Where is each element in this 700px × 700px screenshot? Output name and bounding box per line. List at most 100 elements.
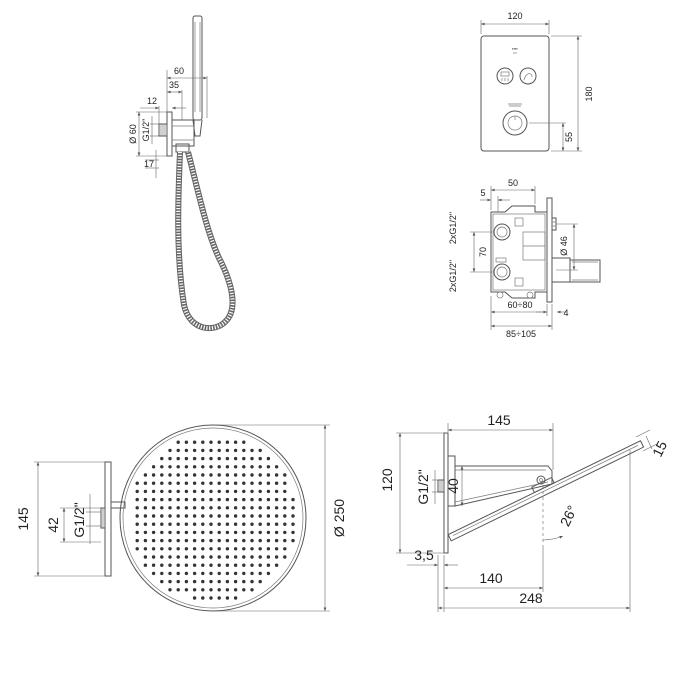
nozzle	[225, 506, 230, 510]
nozzle	[225, 481, 230, 485]
nozzle	[160, 579, 164, 584]
nozzle	[242, 547, 246, 551]
nozzle	[192, 522, 197, 526]
nozzle	[209, 530, 213, 535]
nozzle	[201, 563, 205, 567]
dim-head-height: 145	[15, 507, 31, 531]
nozzle	[225, 555, 230, 559]
hand-shower-button[interactable]	[519, 67, 537, 85]
nozzle	[184, 448, 189, 453]
nozzle	[201, 514, 205, 518]
nozzle	[233, 522, 238, 526]
nozzle	[184, 440, 189, 444]
nozzle	[160, 571, 164, 576]
nozzle	[258, 481, 262, 485]
nozzle	[135, 497, 139, 502]
nozzle	[258, 497, 262, 502]
nozzle	[274, 473, 279, 477]
nozzle	[160, 473, 164, 477]
shower-arm	[454, 465, 553, 507]
nozzle	[242, 448, 246, 453]
temperature-indicator-icon	[508, 103, 522, 107]
nozzle	[209, 596, 213, 600]
nozzle	[233, 489, 238, 494]
nozzle	[192, 448, 197, 453]
nozzle	[242, 489, 246, 494]
nozzle	[233, 579, 238, 584]
dim-tilt-angle: 26°	[557, 503, 581, 529]
temperature-knob[interactable]	[502, 110, 528, 136]
nozzle	[233, 465, 238, 469]
nozzle	[151, 571, 156, 576]
nozzle	[176, 489, 180, 494]
nozzle	[258, 522, 262, 526]
nozzle	[184, 571, 189, 576]
nozzle	[250, 506, 254, 510]
nozzle	[209, 448, 213, 453]
nozzle	[266, 514, 271, 518]
dim-plate-height: 180	[584, 86, 594, 101]
nozzle	[283, 481, 287, 485]
nozzle	[176, 506, 180, 510]
nozzle	[258, 473, 262, 477]
nozzle	[209, 588, 213, 592]
nozzle	[143, 555, 148, 559]
nozzle	[201, 456, 205, 461]
nozzle	[283, 473, 287, 477]
hand-shower-handle	[192, 15, 203, 121]
nozzle	[258, 514, 262, 518]
nozzle	[151, 465, 156, 469]
nozzle	[143, 547, 148, 551]
nozzle	[258, 506, 262, 510]
nozzle	[225, 465, 230, 469]
nozzle	[184, 473, 189, 477]
dim-side-thread: G1/2"	[415, 469, 431, 504]
nozzle	[233, 596, 238, 600]
nozzle	[184, 522, 189, 526]
nozzle	[225, 489, 230, 494]
nozzle	[209, 481, 213, 485]
nozzle	[143, 481, 148, 485]
nozzle	[184, 489, 189, 494]
nozzle	[291, 497, 295, 502]
nozzle	[242, 530, 246, 535]
nozzle	[274, 497, 279, 502]
nozzle	[242, 514, 246, 518]
nozzle	[250, 571, 254, 576]
wall-flange-front	[104, 461, 112, 577]
nozzle	[209, 538, 213, 543]
nozzle	[176, 473, 180, 477]
nozzle	[217, 473, 221, 477]
nozzle	[225, 596, 230, 600]
nozzle	[201, 588, 205, 592]
nozzle	[225, 497, 230, 502]
nozzle	[250, 473, 254, 477]
nozzle	[266, 481, 271, 485]
nozzle	[258, 530, 262, 535]
nozzle	[258, 448, 262, 453]
dim-head-thickness: 15	[649, 438, 670, 459]
nozzle	[151, 473, 156, 477]
nozzle	[250, 465, 254, 469]
nozzle	[151, 506, 156, 510]
nozzle	[160, 555, 164, 559]
nozzle	[143, 489, 148, 494]
nozzle	[266, 555, 271, 559]
nozzle	[168, 555, 172, 559]
nozzle	[184, 588, 189, 592]
nozzle	[201, 530, 205, 535]
nozzle	[192, 547, 197, 551]
nozzle	[291, 530, 295, 535]
nozzle	[201, 481, 205, 485]
nozzle	[258, 456, 262, 461]
nozzle	[201, 538, 205, 543]
nozzle	[192, 506, 197, 510]
nozzle	[135, 506, 139, 510]
nozzle	[225, 571, 230, 576]
nozzle	[217, 571, 221, 576]
nozzle	[250, 538, 254, 543]
nozzle	[192, 481, 197, 485]
nozzle	[168, 547, 172, 551]
shower-button[interactable]	[496, 67, 514, 85]
nozzle	[217, 538, 221, 543]
